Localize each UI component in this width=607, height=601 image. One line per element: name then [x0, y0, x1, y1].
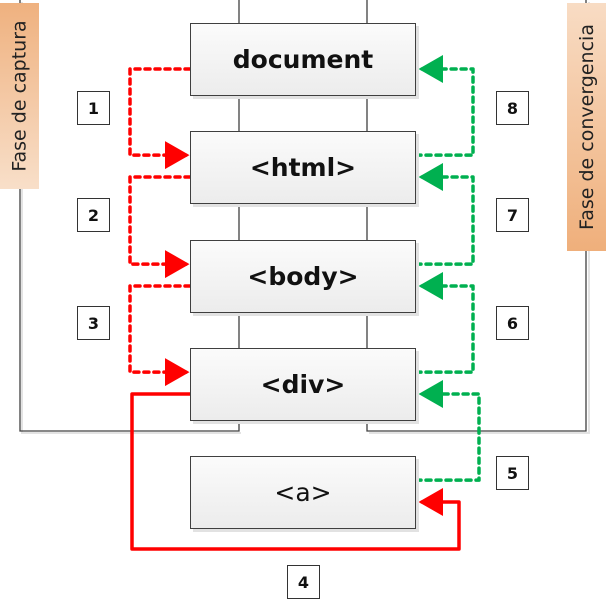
step-label-8: 8 [496, 91, 529, 125]
step-label-3: 3 [77, 306, 110, 340]
step-label-2: 2 [77, 198, 110, 232]
arrow-step-5 [414, 379, 481, 482]
arrow-step-2 [128, 175, 192, 279]
bubble-phase-text: Fase de convergencia [575, 24, 598, 230]
arrow-step-3 [128, 284, 192, 387]
arrow-step-8 [414, 54, 475, 157]
capture-phase-label: Fase de captura [0, 3, 39, 189]
node-div: <div> [190, 348, 416, 421]
bubble-phase-label: Fase de convergencia [567, 3, 606, 251]
arrow-step-4 [130, 392, 461, 551]
step-label-6: 6 [496, 306, 529, 340]
node-a: <a> [190, 456, 416, 529]
arrow-layer [128, 54, 481, 551]
node-body: <body> [190, 240, 416, 313]
arrow-step-1 [128, 67, 192, 170]
node-document: document [190, 23, 416, 96]
capture-phase-text: Fase de captura [8, 20, 31, 172]
node-html: <html> [190, 131, 416, 204]
frame-left [19, 0, 240, 432]
step-label-5: 5 [496, 456, 529, 490]
step-label-4: 4 [287, 565, 320, 599]
arrow-step-7 [414, 162, 475, 266]
arrow-step-6 [414, 271, 475, 374]
step-label-7: 7 [496, 198, 529, 232]
step-label-1: 1 [77, 91, 110, 125]
